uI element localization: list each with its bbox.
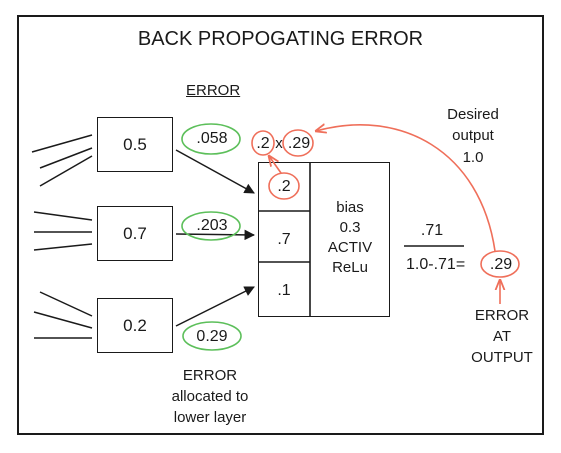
output-error-value: .29 (489, 256, 513, 273)
input-arrow-3 (175, 286, 255, 327)
top-calc-error: .29 (287, 135, 311, 152)
lower-layer-label-2: allocated to (171, 388, 249, 405)
neuron-bias-value: 0.3 (339, 219, 361, 236)
desired-output-value: 1.0 (462, 149, 484, 166)
input-node-3: 0.2 (97, 298, 173, 353)
neuron-activation-label: ACTIV (327, 239, 373, 256)
error-oval-1 (181, 123, 241, 155)
error-oval-3 (182, 321, 242, 351)
top-calc-weight: .2 (256, 135, 270, 152)
input-lines-1 (31, 134, 93, 187)
input-arrow-1 (175, 149, 255, 194)
input-node-1: 0.5 (97, 117, 173, 172)
input-node-3-value: 0.2 (123, 315, 147, 335)
weight-cell-1: .2 (277, 178, 291, 195)
weight-cell-2: .7 (277, 231, 291, 248)
diagram-frame (17, 15, 544, 435)
input-node-1-value: 0.5 (123, 134, 147, 154)
neuron-body (258, 162, 390, 317)
output-value: .71 (420, 222, 444, 239)
error-column-header: ERROR (186, 82, 241, 99)
input-node-2-value: 0.7 (123, 223, 147, 243)
weight-column (259, 162, 311, 317)
desired-output-line-1: Desired (447, 106, 499, 123)
input-node-2: 0.7 (97, 206, 173, 261)
top-weight-circle (251, 130, 275, 156)
input-lines-2 (33, 211, 93, 251)
output-error-calc: 1.0-.71= (406, 256, 466, 273)
top-calc-operator: x (275, 135, 283, 152)
top-error-circle (282, 129, 314, 157)
error-at-output-line-2: AT (492, 328, 512, 345)
weight-cell-3: .1 (277, 282, 291, 299)
output-error-circle (480, 250, 520, 278)
error-at-output-line-3: OUTPUT (471, 349, 533, 366)
lower-layer-label-3: lower layer (173, 409, 247, 426)
desired-output-line-2: output (452, 127, 494, 144)
input-lines-3 (33, 291, 93, 339)
weight-up-arrow (269, 156, 282, 174)
input-error-2: .203 (196, 217, 228, 234)
backprop-curve-arrow (316, 125, 496, 252)
input-error-1: .058 (196, 130, 228, 147)
input-arrow-2 (175, 229, 256, 241)
error-at-output-line-1: ERROR (474, 307, 530, 324)
input-error-3: 0.29 (196, 328, 228, 345)
cell-weight-circle (268, 172, 300, 200)
diagram-title: BACK PROPOGATING ERROR (137, 28, 424, 50)
neuron-activation-type: ReLu (332, 259, 368, 276)
neuron-bias-label: bias (336, 199, 364, 216)
lower-layer-label-1: ERROR (182, 367, 238, 384)
error-oval-2 (181, 211, 241, 241)
